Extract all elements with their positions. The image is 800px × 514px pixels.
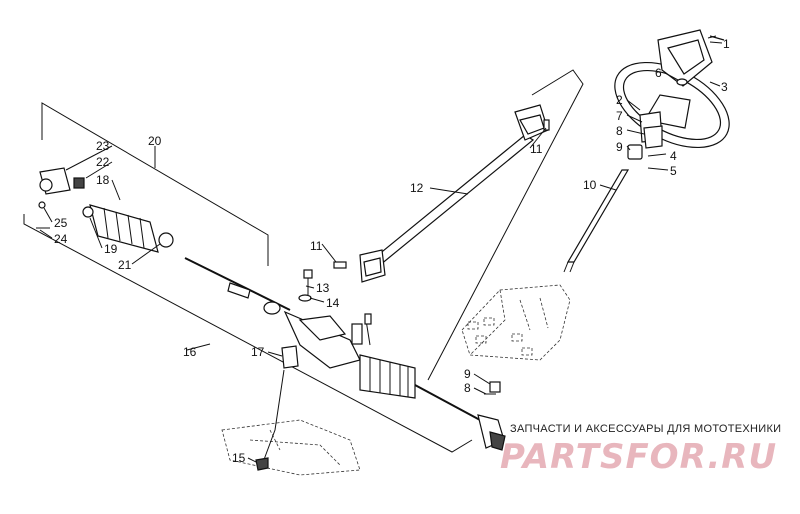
- callout-14: 14: [326, 296, 340, 310]
- tie-rod-kit: [36, 167, 174, 253]
- callout-23: 23: [96, 139, 110, 153]
- callout-18: 18: [96, 173, 110, 187]
- callout-11-upper: 11: [530, 142, 543, 156]
- callout-25: 25: [54, 216, 68, 230]
- chassis-outline-right: [461, 284, 571, 361]
- callout-3: 3: [721, 80, 728, 94]
- callout-16: 16: [183, 345, 197, 359]
- rack-16-bracket: [23, 214, 473, 453]
- callouts: 1 2 3 4 5 6 7 8 8 9 9 10 11 11 12 13 14 …: [54, 37, 730, 465]
- watermark: ЗАПЧАСТИ И АКСЕССУАРЫ ДЛЯ МОТОТЕХНИКИ PA…: [500, 423, 781, 477]
- callout-6: 6: [655, 66, 662, 80]
- callout-9-lower: 9: [464, 367, 471, 381]
- watermark-brand: PARTSFOR.RU: [500, 437, 777, 477]
- callout-9-wheel: 9: [616, 140, 623, 154]
- steering-wheel: [614, 29, 730, 171]
- steering-shaft: [563, 169, 630, 273]
- callout-8-lower: 8: [464, 381, 471, 395]
- callout-19: 19: [104, 242, 118, 256]
- callout-12: 12: [410, 181, 424, 195]
- watermark-tagline: ЗАПЧАСТИ И АКСЕССУАРЫ ДЛЯ МОТОТЕХНИКИ: [510, 423, 781, 435]
- callout-4: 4: [670, 149, 677, 163]
- chassis-outline-bottom: [221, 419, 361, 476]
- leader-lines: [39, 41, 723, 463]
- callout-20: 20: [148, 134, 162, 148]
- small-parts: [255, 269, 501, 471]
- column-12-bracket: [427, 69, 584, 381]
- callout-1: 1: [723, 37, 730, 51]
- callout-21: 21: [118, 258, 132, 272]
- callout-13: 13: [316, 281, 330, 295]
- callout-17: 17: [251, 345, 265, 359]
- callout-5: 5: [670, 164, 677, 178]
- callout-8-wheel: 8: [616, 124, 623, 138]
- callout-15: 15: [232, 451, 246, 465]
- callout-2: 2: [616, 93, 623, 107]
- steering-rack: [184, 257, 506, 451]
- callout-11-lower: 11: [310, 239, 323, 253]
- callout-10: 10: [583, 178, 597, 192]
- callout-7: 7: [616, 109, 623, 123]
- kit-20-bracket: [41, 102, 269, 266]
- callout-24: 24: [54, 232, 68, 246]
- intermediate-shaft: [333, 104, 550, 283]
- callout-22: 22: [96, 155, 110, 169]
